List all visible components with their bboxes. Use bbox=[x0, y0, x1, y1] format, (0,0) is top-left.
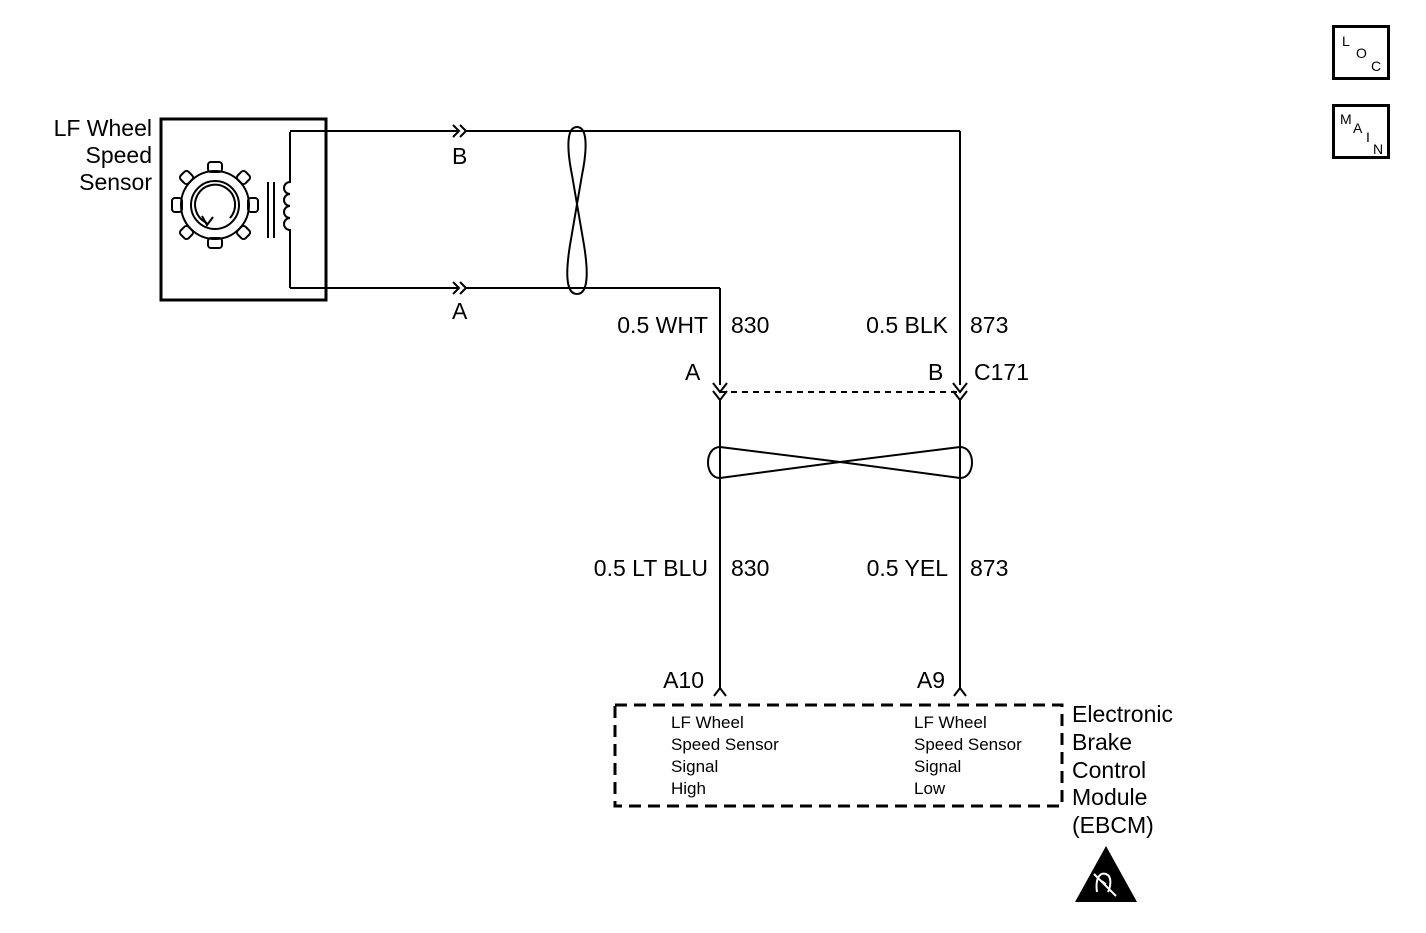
ebcm-pin-a9-label: A9 bbox=[917, 667, 945, 693]
loc-letter-o: O bbox=[1356, 45, 1367, 61]
twisted-pair-upper-icon bbox=[566, 125, 588, 296]
wire-upper-right-circuit: 873 bbox=[970, 312, 1008, 338]
sensor-name-line-1: LF Wheel bbox=[54, 115, 152, 141]
sensor-housing bbox=[159, 117, 328, 302]
ebcm-pin-a9-terminal bbox=[953, 686, 967, 697]
wire-upper-right-gauge-color: 0.5 BLK bbox=[866, 312, 948, 338]
wire-lower-left-gauge-color: 0.5 LT BLU bbox=[594, 555, 708, 581]
sensor-lead-b bbox=[290, 124, 961, 385]
wire-lower-left-circuit: 830 bbox=[731, 555, 769, 581]
tone-wheel-icon bbox=[171, 161, 259, 249]
ebcm-name-line-3: Control bbox=[1072, 757, 1146, 783]
main-letter-a: A bbox=[1353, 120, 1363, 136]
ebcm-signal-high-line-4: High bbox=[671, 779, 706, 798]
loc-letter-l: L bbox=[1342, 33, 1350, 49]
main-letter-i: I bbox=[1366, 129, 1370, 145]
connector-pin-b-label: B bbox=[928, 359, 943, 385]
ebcm-name-line-1: Electronic bbox=[1072, 701, 1173, 727]
wire-upper-left-circuit: 830 bbox=[731, 312, 769, 338]
ebcm-name-line-4: Module bbox=[1072, 784, 1147, 810]
wheel-speed-sensor: LF Wheel Speed Sensor bbox=[54, 115, 328, 302]
sensor-name-line-2: Speed bbox=[85, 142, 152, 168]
main-letter-n: N bbox=[1373, 141, 1384, 157]
main-button[interactable]: M A I N bbox=[1332, 104, 1390, 159]
sensor-name-line-3: Sensor bbox=[79, 169, 152, 195]
wire-lower-right-circuit: 873 bbox=[970, 555, 1008, 581]
loc-button[interactable]: L O C bbox=[1332, 25, 1390, 80]
pickup-coil-icon bbox=[267, 132, 291, 288]
ebcm-signal-high-line-1: LF Wheel bbox=[671, 713, 744, 732]
ebcm-pin-a10-terminal bbox=[713, 686, 727, 697]
wire-upper-left-gauge-color: 0.5 WHT bbox=[617, 312, 708, 338]
sensor-terminal-b-label: B bbox=[452, 143, 467, 169]
ebcm-pin-a10-label: A10 bbox=[663, 667, 704, 693]
connector-c171 bbox=[712, 382, 968, 402]
ebcm-name-line-2: Brake bbox=[1072, 729, 1132, 755]
loc-letter-c: C bbox=[1371, 58, 1382, 74]
ebcm-signal-high-line-2: Speed Sensor bbox=[671, 735, 779, 754]
wire-lower-right-gauge-color: 0.5 YEL bbox=[867, 555, 949, 581]
ebcm-signal-low-line-3: Signal bbox=[914, 757, 961, 776]
connector-pin-a-label: A bbox=[685, 359, 701, 385]
ebcm-signal-low-line-2: Speed Sensor bbox=[914, 735, 1022, 754]
esd-warning-icon bbox=[1075, 846, 1137, 902]
sensor-terminal-a-label: A bbox=[452, 298, 468, 324]
connector-id-label: C171 bbox=[974, 359, 1029, 385]
ebcm-signal-low-line-4: Low bbox=[914, 779, 946, 798]
main-letter-m: M bbox=[1340, 111, 1352, 127]
twisted-pair-lower-icon bbox=[707, 445, 973, 480]
ebcm-signal-low-line-1: LF Wheel bbox=[914, 713, 987, 732]
ebcm-module-box bbox=[613, 703, 1064, 808]
ebcm-signal-high-line-3: Signal bbox=[671, 757, 718, 776]
sensor-lead-a bbox=[290, 281, 721, 385]
ebcm-name-line-5: (EBCM) bbox=[1072, 812, 1154, 838]
